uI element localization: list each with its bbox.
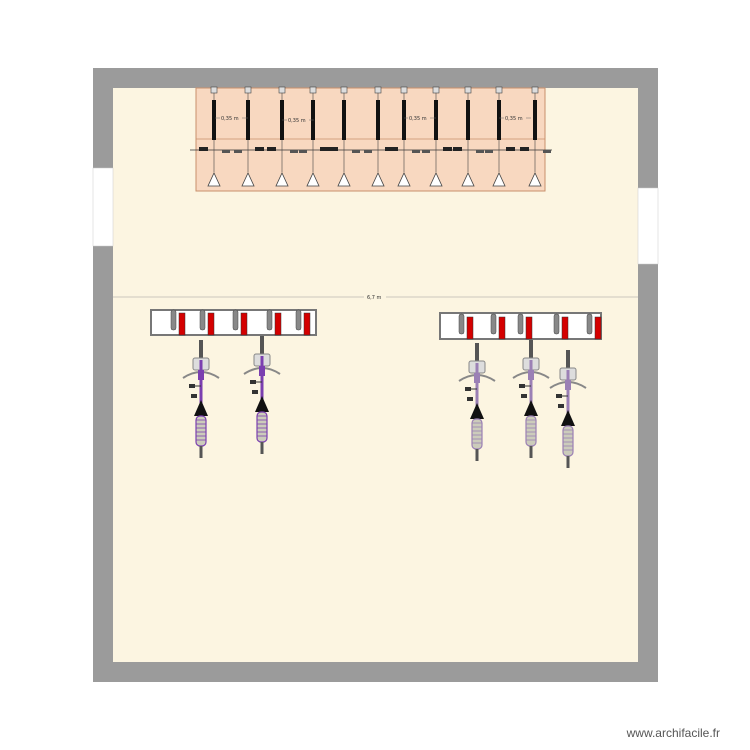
- holders-left-slot-2: [199, 309, 215, 336]
- spacing-label-3: 0,35 m: [404, 114, 436, 122]
- bike-2: [243, 336, 281, 454]
- wall-stand-8: [422, 86, 452, 187]
- spacing-label-2: 0,35 m: [282, 116, 314, 124]
- holders-right-slot-4: [553, 313, 569, 340]
- svg-text:0,35 m: 0,35 m: [409, 116, 427, 122]
- svg-text:0,35 m: 0,35 m: [288, 118, 306, 124]
- svg-text:6,7 m: 6,7 m: [367, 295, 382, 301]
- wall-stand-11: [520, 86, 551, 187]
- wall-stand-7: [389, 86, 420, 187]
- wall-stand-5: [329, 86, 360, 187]
- wall-rack-zone: 0,35 m 0,35 m 0,35 m 0,35 m: [190, 86, 552, 192]
- spacing-label-4: 0,35 m: [499, 114, 531, 122]
- holders-right-slot-5: [586, 313, 602, 340]
- wall-stand-9: [453, 86, 484, 187]
- bike-3: [458, 343, 496, 461]
- wall-stand-2: [234, 86, 264, 187]
- svg-text:0,35 m: 0,35 m: [221, 116, 239, 122]
- watermark: www.archifacile.fr: [626, 726, 720, 740]
- holders-right-slot-3: [517, 313, 533, 340]
- holders-right-slot-1: [458, 313, 474, 340]
- bike-holder-left: [150, 309, 317, 336]
- holders-left-slot-5: [295, 309, 311, 336]
- holders-right-slot-2: [490, 313, 506, 340]
- holders-left-slot-3: [232, 309, 248, 336]
- bike-5: [549, 350, 587, 468]
- wall-stand-10: [485, 86, 515, 187]
- right-window: [637, 187, 659, 265]
- spacing-label-1: 0,35 m: [215, 114, 248, 122]
- bike-1: [182, 340, 220, 458]
- holders-left-slot-4: [266, 309, 282, 336]
- left-window: [92, 167, 114, 247]
- bike-4: [512, 340, 550, 458]
- bike-holder-right: [439, 312, 602, 340]
- room-width-dimension: 6,7 m: [113, 293, 638, 301]
- svg-text:0,35 m: 0,35 m: [505, 116, 523, 122]
- holders-left-slot-1: [170, 309, 186, 336]
- wall-stand-1: [199, 86, 230, 187]
